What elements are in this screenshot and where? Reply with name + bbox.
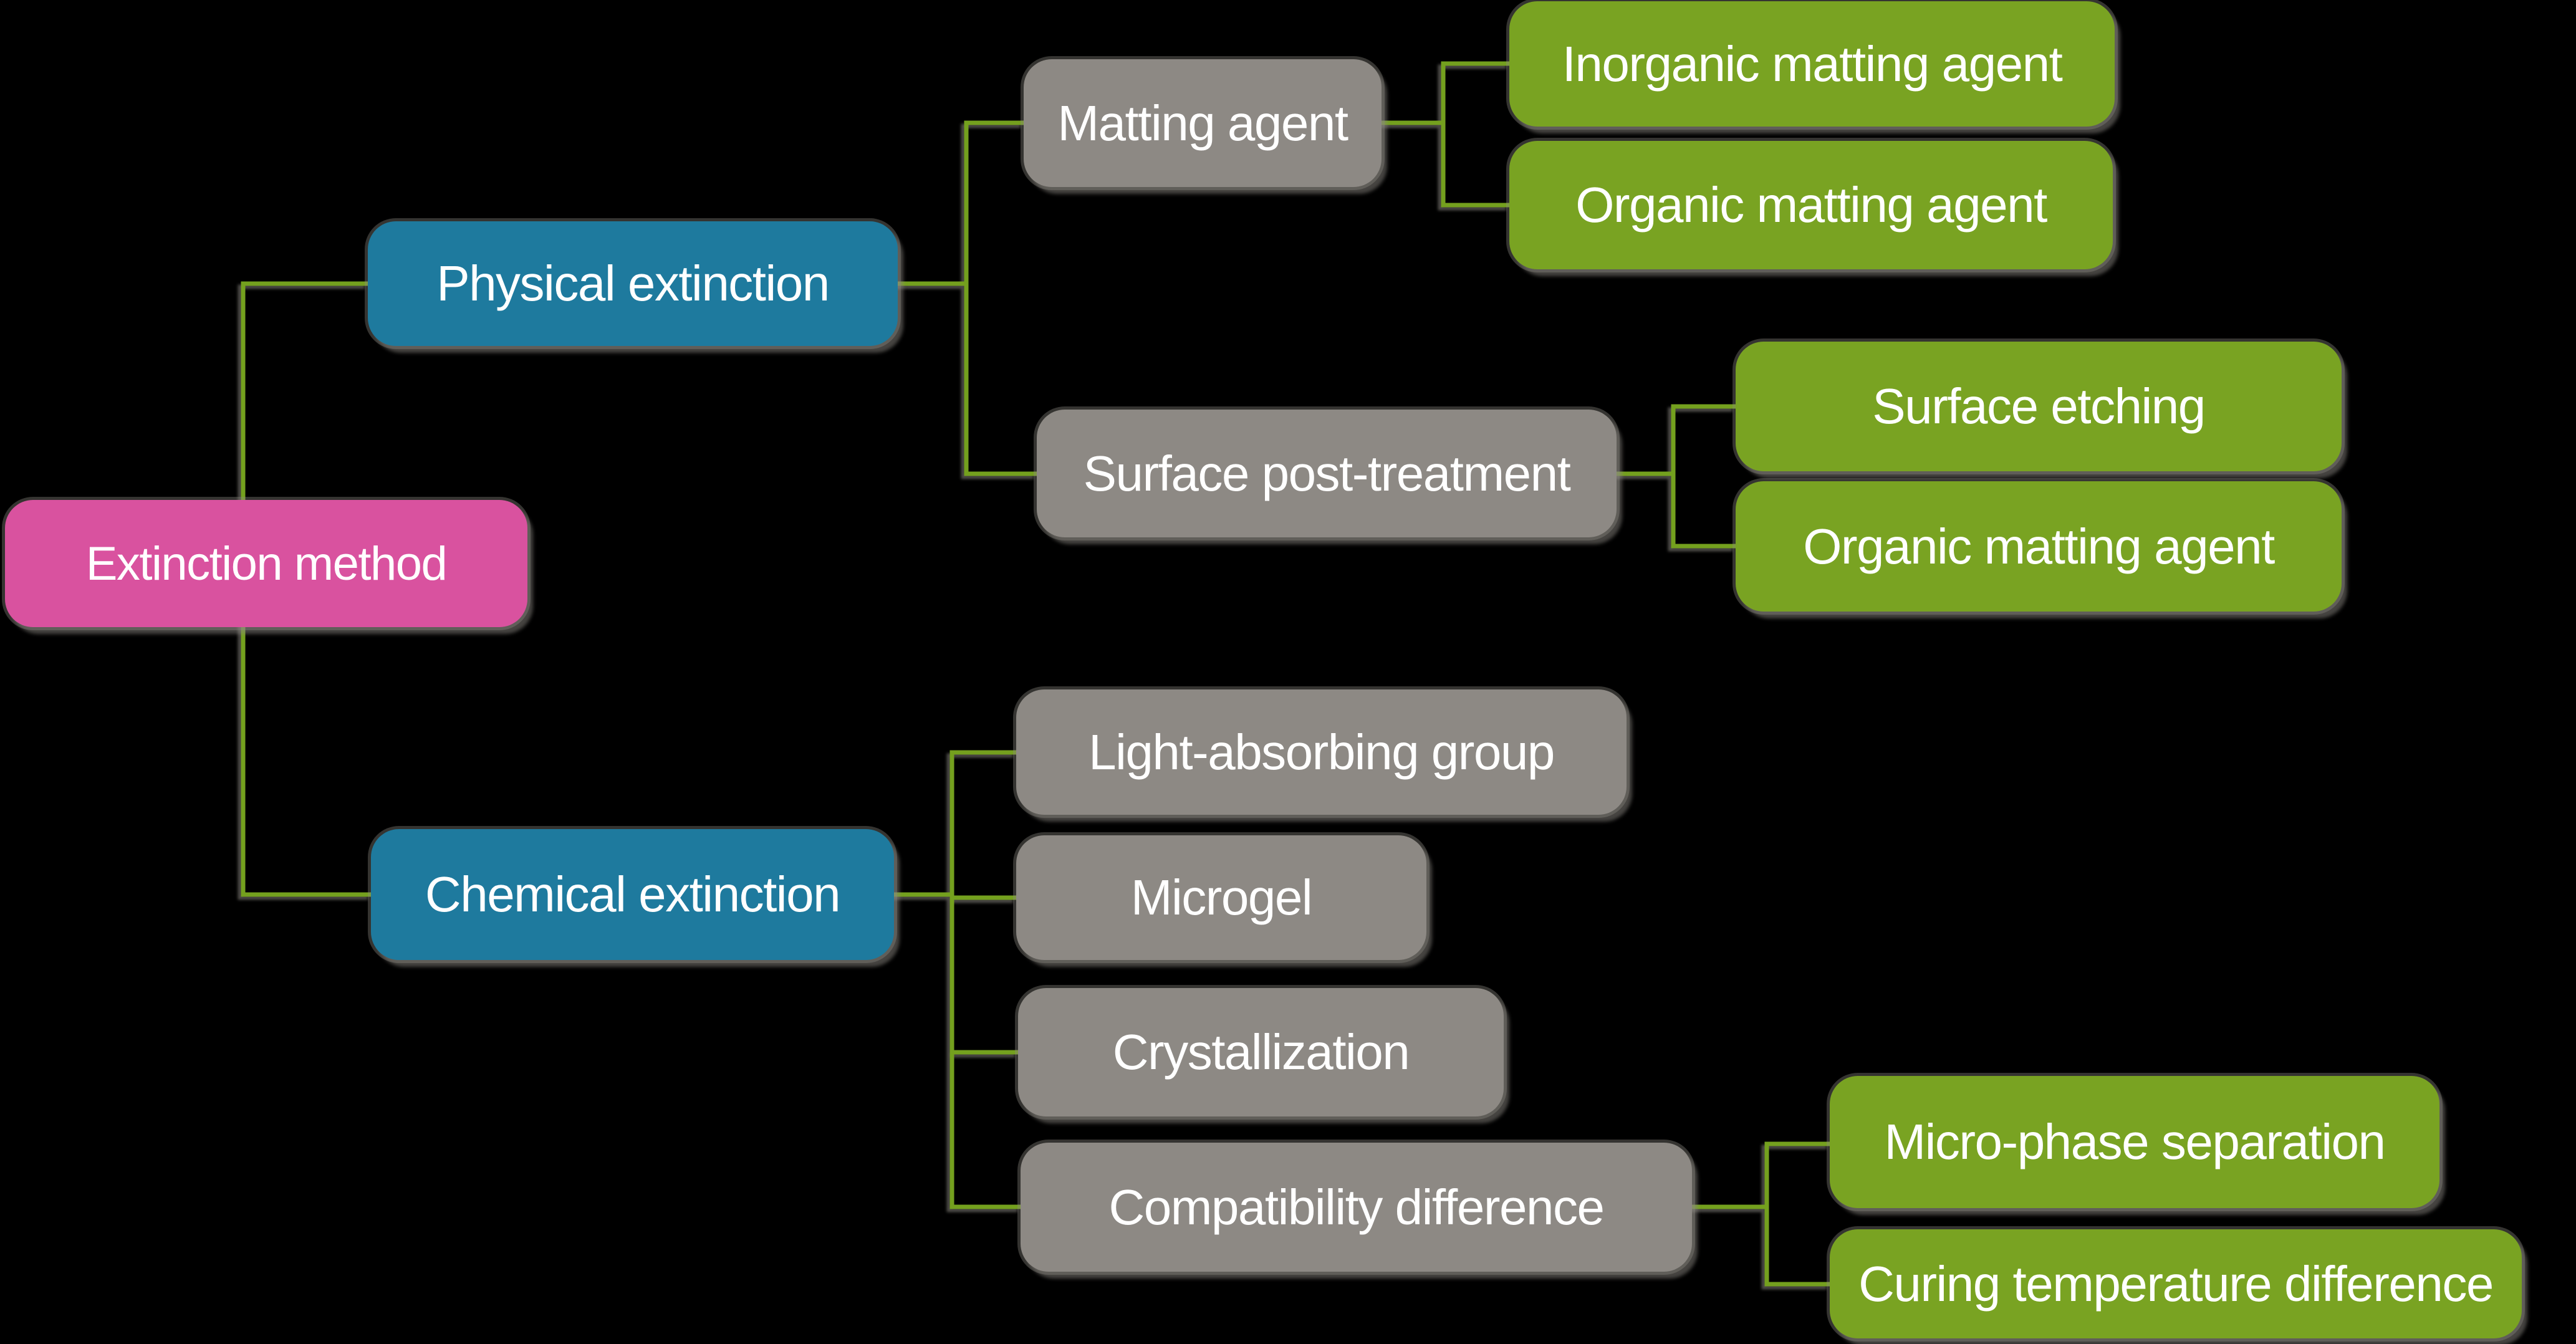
node-surface-etching: Surface etching — [1736, 342, 2342, 471]
node-micro-phase-separation: Micro-phase separation — [1830, 1076, 2439, 1208]
connector-physical-children — [964, 120, 1037, 476]
connector-compatibility-children — [1764, 1141, 1830, 1287]
node-crystallization: Crystallization — [1018, 988, 1504, 1116]
node-inorganic-matting-agent: Inorganic matting agent — [1509, 1, 2115, 127]
connector-chemical-children — [949, 750, 1021, 1209]
node-surface-post-treatment: Surface post-treatment — [1037, 410, 1617, 537]
node-chemical-extinction: Chemical extinction — [371, 829, 894, 960]
node-compatibility-difference: Compatibility difference — [1021, 1143, 1692, 1272]
node-extinction-method: Extinction method — [5, 500, 527, 627]
connector-matting-children — [1441, 61, 1509, 208]
node-physical-extinction: Physical extinction — [368, 221, 898, 346]
node-curing-temperature-difference: Curing temperature difference — [1830, 1229, 2522, 1338]
node-matting-agent: Matting agent — [1024, 59, 1382, 187]
node-light-absorbing-group: Light-absorbing group — [1016, 689, 1627, 815]
node-organic-matting-agent-1: Organic matting agent — [1509, 141, 2113, 269]
node-microgel: Microgel — [1016, 835, 1426, 960]
node-organic-matting-agent-2: Organic matting agent — [1736, 481, 2342, 612]
connector-surfacepost-children — [1671, 404, 1736, 549]
